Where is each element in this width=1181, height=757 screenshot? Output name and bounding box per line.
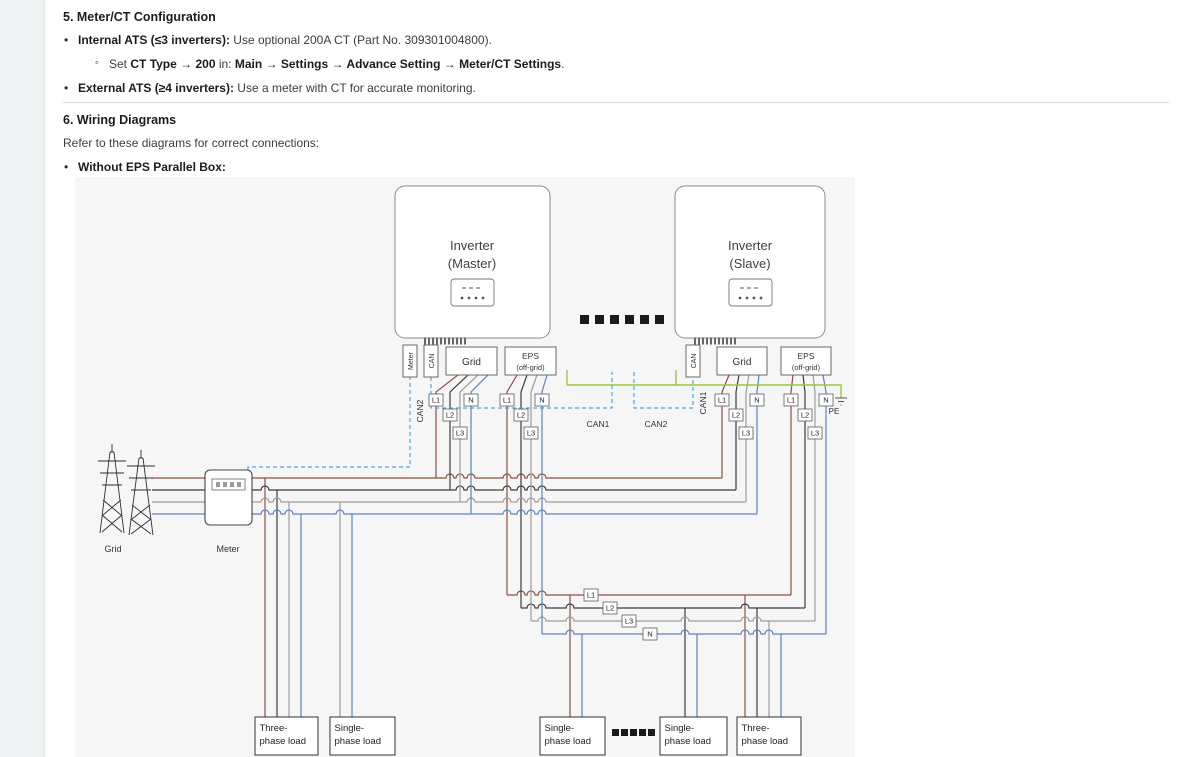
can1-vertical-label: CAN1 <box>698 391 708 414</box>
slave-ports <box>685 344 832 378</box>
l2-wires <box>152 374 806 717</box>
port-grid-label: Grid <box>462 357 481 368</box>
meter-caption: Meter <box>216 544 239 554</box>
port-eps-sublabel: (off-grid) <box>792 363 821 372</box>
load-label: Single- <box>545 723 575 734</box>
port-eps-sublabel: (off-grid) <box>516 363 545 372</box>
wire-label: N <box>647 630 652 639</box>
load-label: phase load <box>335 736 381 747</box>
page-left-margin <box>0 0 45 757</box>
inverter-display-icon <box>728 278 773 307</box>
port-can-label: CAN <box>691 354 698 369</box>
port-grid-label: Grid <box>733 357 752 368</box>
can2-label: CAN2 <box>645 419 668 429</box>
pe-wire <box>566 370 842 398</box>
section5-heading: 5. Meter/CT Configuration <box>63 10 216 24</box>
sub-bullet-text: Set CT Type → 200 in: Main → Settings → … <box>109 57 564 71</box>
meter-icon <box>204 469 253 526</box>
wire-label: L1 <box>718 396 726 405</box>
load-label: phase load <box>665 736 711 747</box>
inverter-slave-label: Inverter <box>728 238 773 253</box>
wire-label: N <box>468 396 473 405</box>
master-ports <box>402 344 557 378</box>
load-label: phase load <box>742 736 788 747</box>
text-segment: in: <box>215 57 235 71</box>
load-label: Three- <box>260 723 288 734</box>
wire-label: L1 <box>432 396 440 405</box>
wire-label: N <box>539 396 544 405</box>
inverter-master: Inverter (Master) <box>394 185 551 345</box>
wire-label: L1 <box>503 396 511 405</box>
ground-icon <box>835 397 847 406</box>
wire-label: N <box>754 396 759 405</box>
load-labels: Three- phase load Single- phase load Sin… <box>260 723 788 747</box>
can1-label: CAN1 <box>587 419 610 429</box>
port-meter-label: Meter <box>408 351 415 370</box>
wire-label: L3 <box>625 617 633 626</box>
inverter-display-icon <box>450 278 495 307</box>
wire-label: L2 <box>801 411 809 420</box>
bullet-icon: • <box>64 81 69 95</box>
bullet-rest-text: Use a meter with CT for accurate monitor… <box>233 81 476 95</box>
can2-vertical-label: CAN2 <box>415 399 425 422</box>
bullet-bold-text: External ATS (≥4 inverters): <box>78 81 234 95</box>
load-label: phase load <box>260 736 306 747</box>
inverter-master-label: Inverter <box>450 238 495 253</box>
grid-caption: Grid <box>104 544 121 554</box>
load-label: Three- <box>742 723 770 734</box>
bullet-icon: • <box>64 33 69 47</box>
wire-label: L2 <box>732 411 740 420</box>
sub-bullet-ct-type: ◦ Set CT Type → 200 in: Main → Settings … <box>95 57 564 71</box>
wire-labels: L1 N L2 L3 L1 N L2 L3 L1 N L2 L3 L1 N L2… <box>432 396 829 639</box>
sub-bullet-icon: ◦ <box>95 57 99 69</box>
bullet-bold-text: Without EPS Parallel Box: <box>78 160 226 174</box>
inverter-master-sublabel: (Master) <box>448 256 496 271</box>
text-segment-bold: CT Type → 200 <box>130 57 216 71</box>
section6-heading: 6. Wiring Diagrams <box>63 113 177 127</box>
bullet-rest-text: Use optional 200A CT (Part No. 309301004… <box>229 33 492 47</box>
grid-towers-icon <box>98 444 155 536</box>
bullet-external-ats: • External ATS (≥4 inverters): Use a met… <box>64 81 476 95</box>
can-wires <box>247 372 694 470</box>
wire-label: L2 <box>446 411 454 420</box>
wiring-diagram: Inverter (Master) Inverter (Slave) <box>75 177 855 757</box>
bullet-text: Internal ATS (≤3 inverters): Use optiona… <box>78 33 492 47</box>
load-label: Single- <box>665 723 695 734</box>
port-can-label: CAN <box>429 354 436 369</box>
text-segment-bold: Main → Settings → Advance Setting → Mete… <box>234 57 562 71</box>
bullet-bold-text: Internal ATS (≤3 inverters): <box>78 33 230 47</box>
port-eps-label: EPS <box>522 351 539 361</box>
inverter-slave: Inverter (Slave) <box>674 185 826 345</box>
inverter-slave-sublabel: (Slave) <box>729 256 770 271</box>
l3-wires <box>152 374 816 717</box>
text-segment: Set <box>109 57 131 71</box>
text-segment: . <box>561 57 565 71</box>
wire-label: L1 <box>587 591 595 600</box>
pe-label: PE <box>829 407 840 416</box>
bullet-text: External ATS (≥4 inverters): Use a meter… <box>78 81 476 95</box>
wire-label-boxes <box>428 393 834 641</box>
bullet-icon: • <box>64 160 69 174</box>
wire-label: L3 <box>527 429 535 438</box>
section6-intro: Refer to these diagrams for correct conn… <box>63 136 320 150</box>
continuation-dots-icon <box>612 729 655 736</box>
wire-label: L2 <box>606 604 614 613</box>
port-eps-label: EPS <box>797 351 814 361</box>
continuation-dots-icon <box>580 315 664 324</box>
load-label: Single- <box>335 723 365 734</box>
load-boxes <box>254 716 802 756</box>
wire-label: L3 <box>456 429 464 438</box>
load-label: phase load <box>545 736 591 747</box>
wire-label: L2 <box>517 411 525 420</box>
bullet-without-eps: • Without EPS Parallel Box: <box>64 160 226 174</box>
wire-label: L1 <box>787 396 795 405</box>
section-divider <box>63 102 1169 103</box>
wire-label: L3 <box>742 429 750 438</box>
n-wires <box>152 374 827 717</box>
wire-label: N <box>823 396 828 405</box>
wire-label: L3 <box>811 429 819 438</box>
bullet-internal-ats: • Internal ATS (≤3 inverters): Use optio… <box>64 33 492 47</box>
